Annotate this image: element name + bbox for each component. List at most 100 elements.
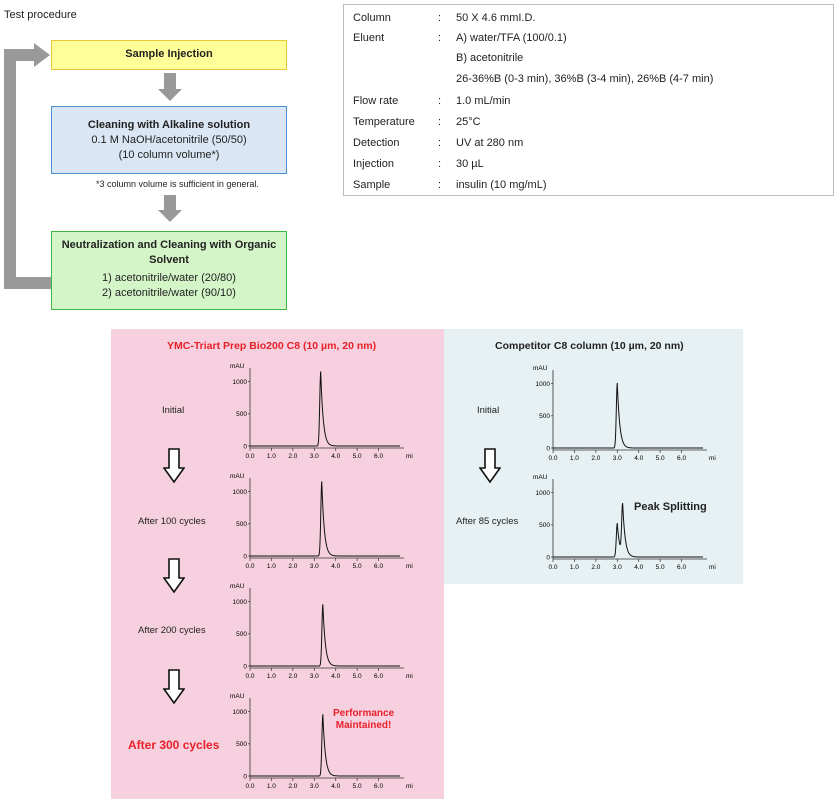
x-tick-label: 6.0 bbox=[374, 453, 383, 460]
y-tick-label: 0 bbox=[546, 554, 550, 561]
peak-point bbox=[616, 522, 618, 525]
y-tick-label: 0 bbox=[243, 553, 247, 560]
colon: : bbox=[438, 116, 442, 128]
condition-value: insulin (10 mg/mL) bbox=[456, 179, 547, 191]
x-tick-label: 6.0 bbox=[374, 673, 383, 680]
y-tick-label: 500 bbox=[236, 741, 247, 748]
peak-point bbox=[622, 506, 624, 508]
peak-point bbox=[322, 604, 324, 606]
condition-label: Column bbox=[353, 12, 391, 24]
step-line: 1) acetonitrile/water (20/80) bbox=[102, 272, 236, 284]
peak-point bbox=[321, 481, 323, 483]
hollow-down-arrow-icon bbox=[479, 448, 501, 484]
peak-point bbox=[616, 383, 618, 385]
y-unit-label: mAU bbox=[230, 363, 245, 370]
x-tick-label: 5.0 bbox=[353, 563, 362, 570]
x-tick-label: 5.0 bbox=[353, 453, 362, 460]
condition-label-300: After 300 cycles bbox=[128, 738, 220, 752]
condition-label: Flow rate bbox=[353, 95, 399, 107]
x-tick-label: 2.0 bbox=[288, 453, 297, 460]
condition-value: 30 µL bbox=[456, 158, 484, 170]
x-tick-label: 0.0 bbox=[548, 455, 557, 462]
x-tick-label: 1.0 bbox=[267, 563, 276, 570]
performance-annotation: Performance Maintained! bbox=[333, 708, 394, 732]
y-tick-label: 1000 bbox=[536, 381, 551, 388]
y-tick-label: 500 bbox=[236, 631, 247, 638]
loop-arrow-vertical bbox=[4, 49, 16, 289]
condition-value: 25°C bbox=[456, 116, 481, 128]
x-tick-label: 2.0 bbox=[288, 673, 297, 680]
condition-label: Detection bbox=[353, 137, 400, 149]
x-tick-label: 0.0 bbox=[245, 453, 254, 460]
y-unit-label: mAU bbox=[230, 693, 245, 700]
y-tick-label: 500 bbox=[236, 411, 247, 418]
x-tick-label: 3.0 bbox=[310, 453, 319, 460]
x-unit-label: min bbox=[406, 453, 413, 460]
x-tick-label: 4.0 bbox=[331, 783, 340, 790]
y-tick-label: 0 bbox=[243, 773, 247, 780]
down-arrow-icon bbox=[164, 73, 176, 89]
x-tick-label: 2.0 bbox=[288, 783, 297, 790]
x-tick-label: 6.0 bbox=[374, 563, 383, 570]
peak-point bbox=[320, 371, 322, 373]
competitor-label-85: After 85 cycles bbox=[456, 516, 519, 527]
condition-value: UV at 280 nm bbox=[456, 137, 524, 149]
hollow-down-arrow-icon bbox=[163, 558, 185, 594]
arrowhead-icon bbox=[158, 89, 182, 101]
y-tick-label: 1000 bbox=[233, 709, 248, 716]
conditions-table: Column:50 X 4.6 mmI.D. Eluent:A) water/T… bbox=[343, 4, 834, 196]
loop-arrow-top bbox=[4, 49, 34, 61]
chromatogram-trace bbox=[250, 481, 400, 557]
x-tick-label: 0.0 bbox=[548, 564, 557, 571]
x-tick-label: 4.0 bbox=[634, 564, 643, 571]
y-tick-label: 0 bbox=[243, 663, 247, 670]
colon: : bbox=[438, 137, 442, 149]
ymc-panel-title: YMC-Triart Prep Bio200 C8 (10 µm, 20 nm) bbox=[167, 340, 377, 352]
condition-value: A) water/TFA (100/0.1) bbox=[456, 32, 567, 44]
x-tick-label: 0.0 bbox=[245, 563, 254, 570]
x-unit-label: min bbox=[709, 455, 716, 462]
x-tick-label: 6.0 bbox=[677, 455, 686, 462]
condition-value: 26-36%B (0-3 min), 36%B (3-4 min), 26%B … bbox=[456, 73, 714, 85]
y-unit-label: mAU bbox=[533, 474, 548, 481]
footnote: *3 column volume is sufficient in genera… bbox=[96, 179, 259, 189]
chromatogram-trace bbox=[250, 604, 400, 667]
x-tick-label: 0.0 bbox=[245, 783, 254, 790]
x-tick-label: 2.0 bbox=[288, 563, 297, 570]
y-unit-label: mAU bbox=[230, 473, 245, 480]
step-line: (10 column volume*) bbox=[118, 149, 220, 161]
peak-splitting-annotation: Peak Splitting bbox=[634, 501, 707, 513]
condition-label: Eluent bbox=[353, 32, 385, 44]
condition-label: Sample bbox=[353, 179, 391, 191]
x-tick-label: 1.0 bbox=[267, 453, 276, 460]
x-tick-label: 0.0 bbox=[245, 673, 254, 680]
down-arrow-icon bbox=[164, 195, 176, 210]
y-tick-label: 1000 bbox=[233, 489, 248, 496]
step-alkaline-cleaning: Cleaning with Alkaline solution 0.1 M Na… bbox=[51, 106, 287, 174]
x-unit-label: min bbox=[406, 563, 413, 570]
condition-label-100: After 100 cycles bbox=[138, 516, 206, 527]
x-tick-label: 6.0 bbox=[677, 564, 686, 571]
chromatogram-trace bbox=[553, 383, 703, 449]
x-tick-label: 4.0 bbox=[331, 563, 340, 570]
loop-arrow-bottom bbox=[4, 277, 51, 289]
ymc-panel bbox=[111, 329, 444, 799]
y-tick-label: 1000 bbox=[233, 379, 248, 386]
competitor-panel-title: Competitor C8 column (10 µm, 20 nm) bbox=[495, 340, 684, 352]
y-unit-label: mAU bbox=[533, 365, 548, 372]
x-tick-label: 5.0 bbox=[656, 455, 665, 462]
x-tick-label: 5.0 bbox=[656, 564, 665, 571]
annotation-line: Performance bbox=[333, 708, 395, 719]
x-tick-label: 5.0 bbox=[353, 783, 362, 790]
y-tick-label: 0 bbox=[243, 443, 247, 450]
y-tick-label: 0 bbox=[546, 445, 550, 452]
condition-label-200: After 200 cycles bbox=[138, 625, 206, 636]
chromatogram-trace bbox=[250, 714, 400, 777]
page-title: Test procedure bbox=[4, 9, 77, 21]
condition-label: Temperature bbox=[353, 116, 415, 128]
